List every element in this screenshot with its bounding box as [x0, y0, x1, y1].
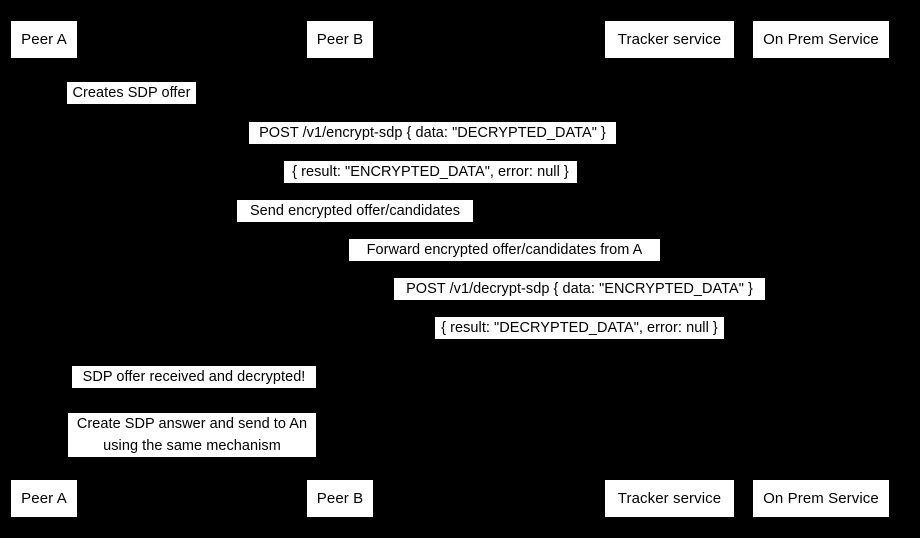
participant-peer-b-bottom[interactable]: Peer B	[307, 480, 373, 517]
lifeline-tracker	[669, 58, 670, 480]
note-create-sdp-answer: Create SDP answer and send to An using t…	[68, 413, 316, 457]
participant-label: Peer B	[316, 490, 364, 507]
participant-tracker-service-top[interactable]: Tracker service	[605, 21, 734, 58]
message-decrypt-sdp-result: { result: "DECRYPTED_DATA", error: null …	[435, 317, 724, 339]
note-line-1: Create SDP answer and send to An	[76, 416, 308, 432]
message-text: { result: "DECRYPTED_DATA", error: null …	[441, 320, 718, 336]
message-text: Forward encrypted offer/candidates from …	[366, 242, 643, 258]
participant-label: Tracker service	[617, 490, 722, 507]
participant-on-prem-service-bottom[interactable]: On Prem Service	[753, 480, 889, 517]
lifeline-peer-b	[340, 58, 341, 480]
participant-peer-a-bottom[interactable]: Peer A	[11, 480, 77, 517]
participant-label: Peer A	[21, 490, 67, 507]
message-text: { result: "ENCRYPTED_DATA", error: null …	[292, 164, 569, 180]
message-text: Send encrypted offer/candidates	[249, 203, 461, 219]
message-post-decrypt-sdp: POST /v1/decrypt-sdp { data: "ENCRYPTED_…	[394, 278, 765, 300]
participant-peer-a-top[interactable]: Peer A	[11, 21, 77, 58]
message-sdp-offer-received: SDP offer received and decrypted!	[72, 366, 316, 388]
participant-label: On Prem Service	[763, 31, 879, 48]
message-creates-sdp-offer: Creates SDP offer	[67, 82, 196, 104]
participant-tracker-service-bottom[interactable]: Tracker service	[605, 480, 734, 517]
participant-peer-b-top[interactable]: Peer B	[307, 21, 373, 58]
participant-label: On Prem Service	[763, 490, 879, 507]
message-send-encrypted-offer: Send encrypted offer/candidates	[237, 200, 473, 222]
message-text: Creates SDP offer	[72, 85, 191, 101]
message-forward-encrypted-offer: Forward encrypted offer/candidates from …	[349, 239, 660, 261]
lifeline-on-prem	[821, 58, 822, 480]
lifeline-peer-a	[44, 58, 45, 480]
message-text: POST /v1/decrypt-sdp { data: "ENCRYPTED_…	[406, 281, 753, 297]
participant-label: Peer B	[316, 31, 364, 48]
message-text: POST /v1/encrypt-sdp { data: "DECRYPTED_…	[259, 125, 606, 141]
participant-label: Peer A	[21, 31, 67, 48]
message-post-encrypt-sdp: POST /v1/encrypt-sdp { data: "DECRYPTED_…	[249, 122, 616, 144]
participant-label: Tracker service	[617, 31, 722, 48]
message-encrypt-sdp-result: { result: "ENCRYPTED_DATA", error: null …	[284, 161, 577, 183]
note-line-2: using the same mechanism	[103, 438, 281, 454]
message-text: SDP offer received and decrypted!	[82, 369, 306, 385]
participant-on-prem-service-top[interactable]: On Prem Service	[753, 21, 889, 58]
